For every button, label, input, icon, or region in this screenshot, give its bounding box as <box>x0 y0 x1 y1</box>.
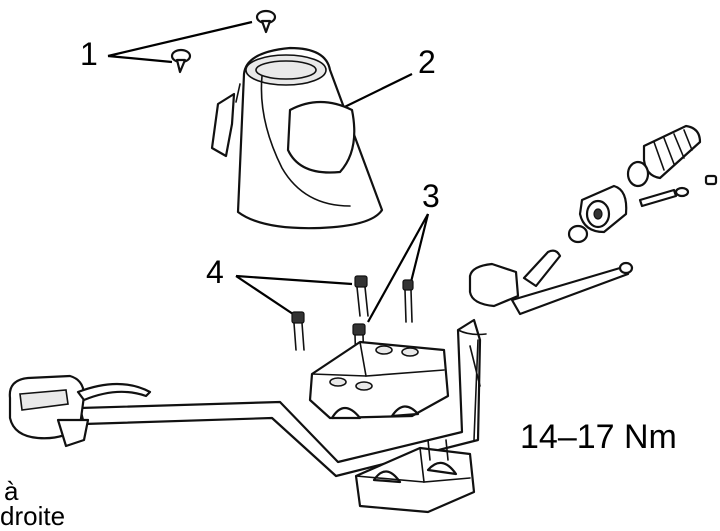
bolt-part-4a <box>354 275 369 317</box>
screw-part-1a <box>255 9 277 34</box>
right-brake-lever <box>468 249 634 316</box>
bolt-part-3a <box>402 279 414 323</box>
leader-4a <box>235 274 353 286</box>
callout-3: 3 <box>422 178 440 214</box>
leader-1b <box>107 54 173 64</box>
left-brake-master-cylinder <box>8 374 152 448</box>
cowl-part-2 <box>210 46 384 230</box>
small-screws-right <box>638 174 718 208</box>
caption-line-1: à <box>4 476 19 506</box>
leader-3a <box>367 213 429 323</box>
caption-line-2: droite <box>0 501 66 531</box>
callout-2: 2 <box>418 44 436 80</box>
leader-1a <box>107 20 253 58</box>
screw-part-1b <box>170 48 192 74</box>
torque-spec: 14–17 Nm <box>520 418 677 456</box>
handlebar <box>78 318 487 478</box>
leader-4b <box>235 275 297 317</box>
switch-housing <box>567 184 628 244</box>
lower-clamp <box>354 439 476 514</box>
callout-1: 1 <box>80 36 98 72</box>
leader-3b <box>408 213 430 287</box>
upper-clamp <box>308 340 450 420</box>
leader-lines <box>107 20 430 323</box>
callout-4: 4 <box>206 254 224 290</box>
bolt-part-4b <box>291 311 305 351</box>
throttle-grip <box>626 124 702 188</box>
